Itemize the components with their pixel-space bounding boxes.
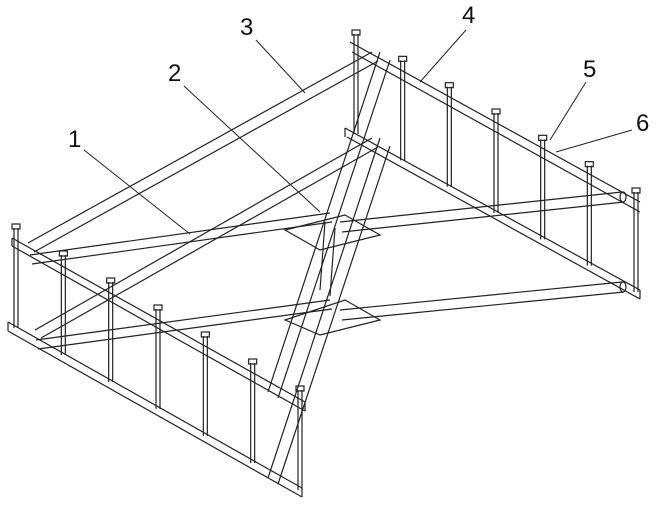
bolt xyxy=(494,113,498,213)
bolt xyxy=(14,228,18,328)
nut xyxy=(539,135,547,140)
nut xyxy=(399,56,407,61)
bolt xyxy=(298,390,302,490)
nut xyxy=(59,251,67,256)
nut xyxy=(12,224,20,229)
braces xyxy=(28,52,390,484)
label-6: 6 xyxy=(636,112,649,136)
bolt xyxy=(203,336,207,436)
label-2: 2 xyxy=(168,62,181,86)
nut xyxy=(107,278,115,283)
nut xyxy=(249,359,257,364)
nut xyxy=(632,188,640,193)
bolt xyxy=(401,60,405,160)
nut xyxy=(154,305,162,310)
bolt xyxy=(634,192,638,292)
nut xyxy=(352,30,360,35)
label-1: 1 xyxy=(68,128,81,152)
bolt xyxy=(109,282,113,382)
label-5: 5 xyxy=(583,58,596,82)
bolt xyxy=(251,363,255,463)
nut xyxy=(585,162,593,167)
nut xyxy=(445,83,453,88)
label-3: 3 xyxy=(240,16,253,40)
bolt xyxy=(447,87,451,187)
label-4: 4 xyxy=(462,4,475,28)
bolt xyxy=(541,139,545,239)
nut xyxy=(492,109,500,114)
bolt xyxy=(587,166,591,266)
bolts xyxy=(12,30,640,490)
bolt xyxy=(61,255,65,355)
nut xyxy=(201,332,209,337)
